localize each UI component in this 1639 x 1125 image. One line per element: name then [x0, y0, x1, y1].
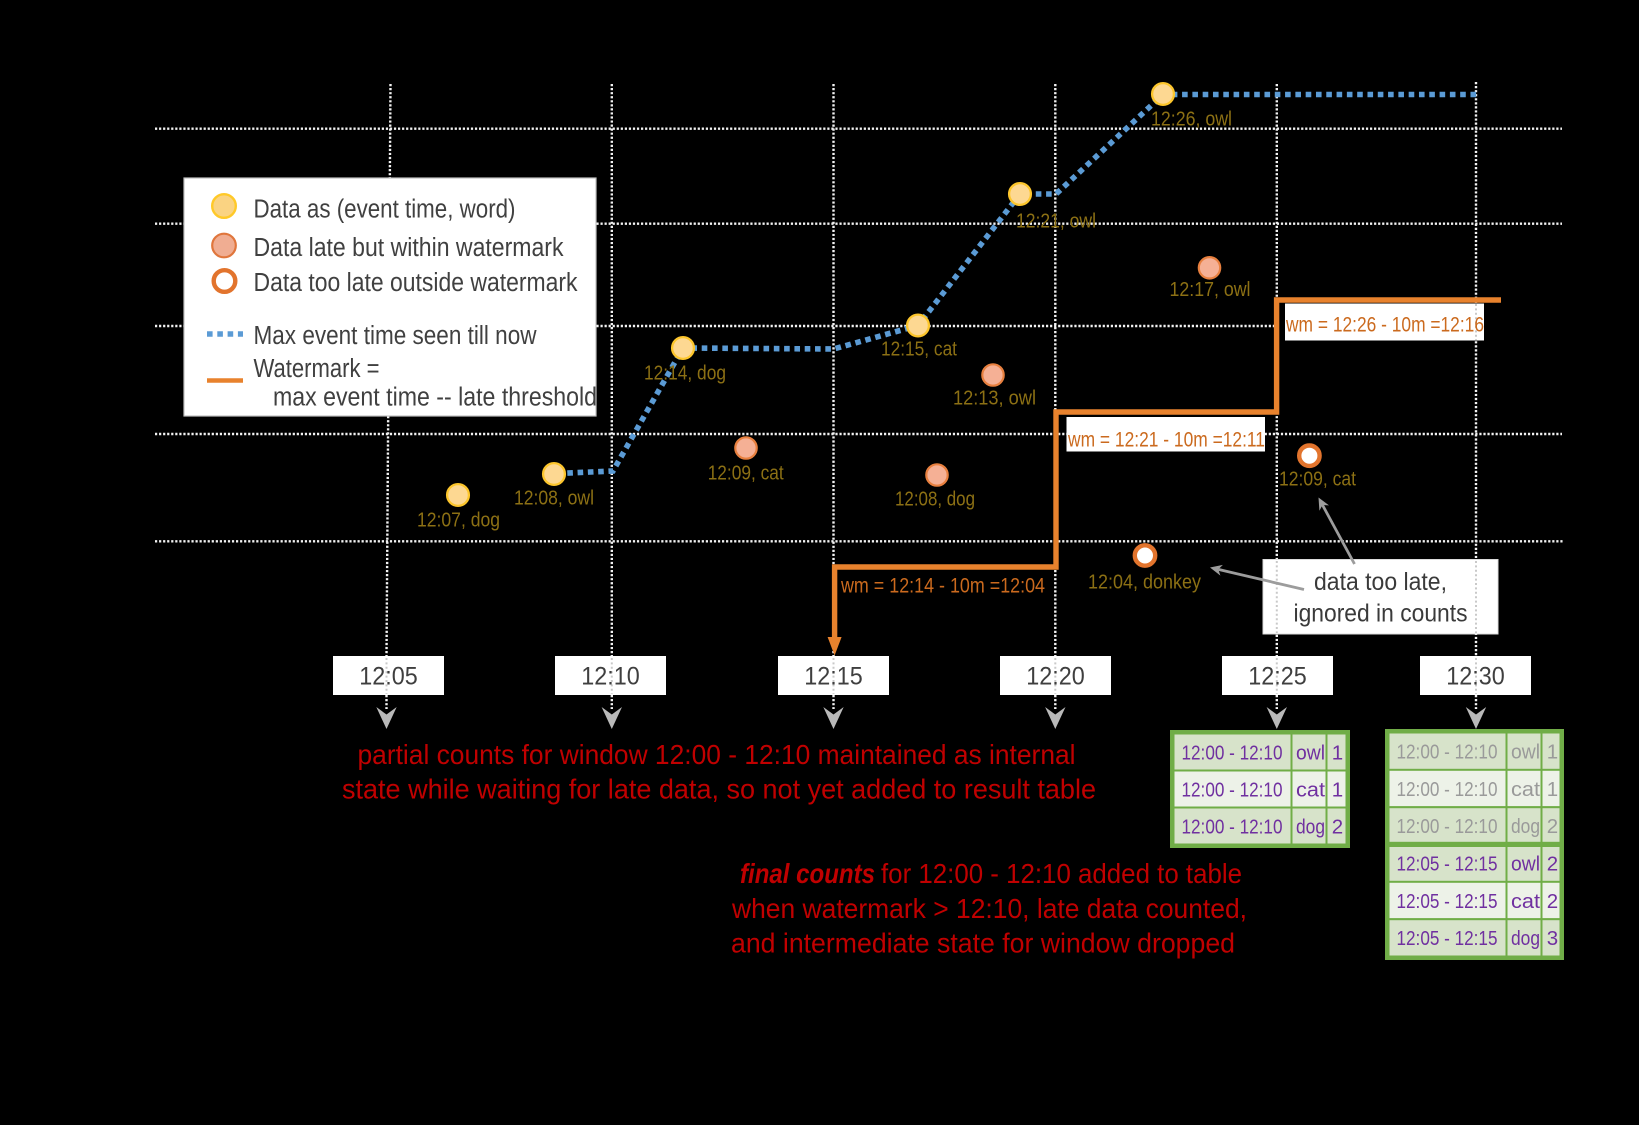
svg-text:12:17, owl: 12:17, owl	[1170, 278, 1251, 301]
svg-text:12:14, dog: 12:14, dog	[644, 362, 726, 385]
svg-text:12:05 - 12:15: 12:05 - 12:15	[1397, 890, 1498, 913]
svg-text:partial counts for window 12:0: partial counts for window 12:00 - 12:10 …	[358, 739, 1076, 770]
svg-text:cat: cat	[1511, 890, 1540, 913]
svg-text:12:05 - 12:15: 12:05 - 12:15	[1397, 927, 1498, 950]
svg-text:data too late,: data too late,	[1314, 568, 1447, 596]
svg-text:cat: cat	[1296, 778, 1325, 801]
svg-text:3: 3	[1547, 927, 1558, 950]
svg-text:owl: owl	[1296, 741, 1325, 764]
svg-text:12:00 - 12:10: 12:00 - 12:10	[1182, 741, 1283, 764]
svg-text:12:09, cat: 12:09, cat	[1279, 468, 1356, 491]
svg-text:12:07, dog: 12:07, dog	[417, 509, 500, 532]
svg-text:12:00 - 12:10: 12:00 - 12:10	[1182, 815, 1283, 838]
svg-text:1: 1	[1332, 778, 1343, 801]
svg-text:12:26, owl: 12:26, owl	[1151, 108, 1232, 131]
svg-text:1: 1	[1332, 741, 1343, 764]
svg-text:12:21, owl: 12:21, owl	[1016, 210, 1096, 233]
svg-text:12:00 - 12:10: 12:00 - 12:10	[1397, 778, 1498, 801]
svg-text:when watermark > 12:10, late d: when watermark > 12:10, late data counte…	[731, 893, 1247, 924]
svg-text:ignored in counts: ignored in counts	[1294, 600, 1468, 628]
svg-text:2: 2	[1332, 815, 1343, 838]
svg-text:12:13, owl: 12:13, owl	[953, 387, 1036, 410]
svg-text:dog: dog	[1511, 815, 1540, 838]
svg-text:12:05 - 12:15: 12:05 - 12:15	[1397, 853, 1498, 876]
svg-text:wm = 12:14 - 10m =12:04: wm = 12:14 - 10m =12:04	[840, 574, 1045, 598]
svg-text:12:15: 12:15	[804, 663, 863, 691]
svg-text:12:00 - 12:10: 12:00 - 12:10	[1397, 815, 1498, 838]
svg-text:2: 2	[1547, 890, 1558, 913]
svg-text:1: 1	[1547, 741, 1558, 764]
svg-text:12:04, donkey: 12:04, donkey	[1088, 571, 1202, 594]
svg-text:12:15, cat: 12:15, cat	[881, 338, 957, 361]
svg-text:Max event time seen till now: Max event time seen till now	[254, 322, 538, 350]
svg-text:12:05: 12:05	[359, 663, 418, 691]
svg-text:wm = 12:26 - 10m =12:16: wm = 12:26 - 10m =12:16	[1285, 313, 1484, 337]
svg-text:owl: owl	[1511, 741, 1540, 764]
svg-text:12:10: 12:10	[581, 663, 640, 691]
svg-text:Data as (event time, word): Data as (event time, word)	[254, 196, 516, 224]
svg-text:12:25: 12:25	[1248, 663, 1307, 691]
svg-text:max event time -- late thresho: max event time -- late threshold	[273, 384, 597, 412]
svg-text:12:00 - 12:10: 12:00 - 12:10	[1182, 778, 1283, 801]
svg-text:dog: dog	[1296, 815, 1325, 838]
svg-text:dog: dog	[1511, 927, 1540, 950]
svg-text:Watermark =: Watermark =	[254, 355, 380, 383]
svg-text:state while waiting for late d: state while waiting for late data, so no…	[342, 773, 1096, 804]
svg-text:12:20: 12:20	[1026, 663, 1085, 691]
svg-text:12:00 - 12:10: 12:00 - 12:10	[1397, 741, 1498, 764]
svg-text:Data late but within watermark: Data late but within watermark	[254, 234, 564, 262]
svg-text:and intermediate state for win: and intermediate state for window droppe…	[731, 928, 1235, 959]
svg-text:cat: cat	[1511, 778, 1540, 801]
svg-text:12:30: 12:30	[1446, 663, 1505, 691]
svg-text:2: 2	[1547, 815, 1558, 838]
svg-text:12:09, cat: 12:09, cat	[708, 462, 784, 485]
svg-text:owl: owl	[1511, 853, 1540, 876]
svg-text:2: 2	[1547, 853, 1558, 876]
svg-text:1: 1	[1547, 778, 1558, 801]
svg-text:12:08, dog: 12:08, dog	[895, 488, 975, 511]
svg-text:wm = 12:21 - 10m =12:11: wm = 12:21 - 10m =12:11	[1067, 428, 1265, 452]
svg-text:12:08, owl: 12:08, owl	[514, 487, 594, 510]
svg-text:Data too late outside watermar: Data too late outside watermark	[254, 269, 578, 297]
